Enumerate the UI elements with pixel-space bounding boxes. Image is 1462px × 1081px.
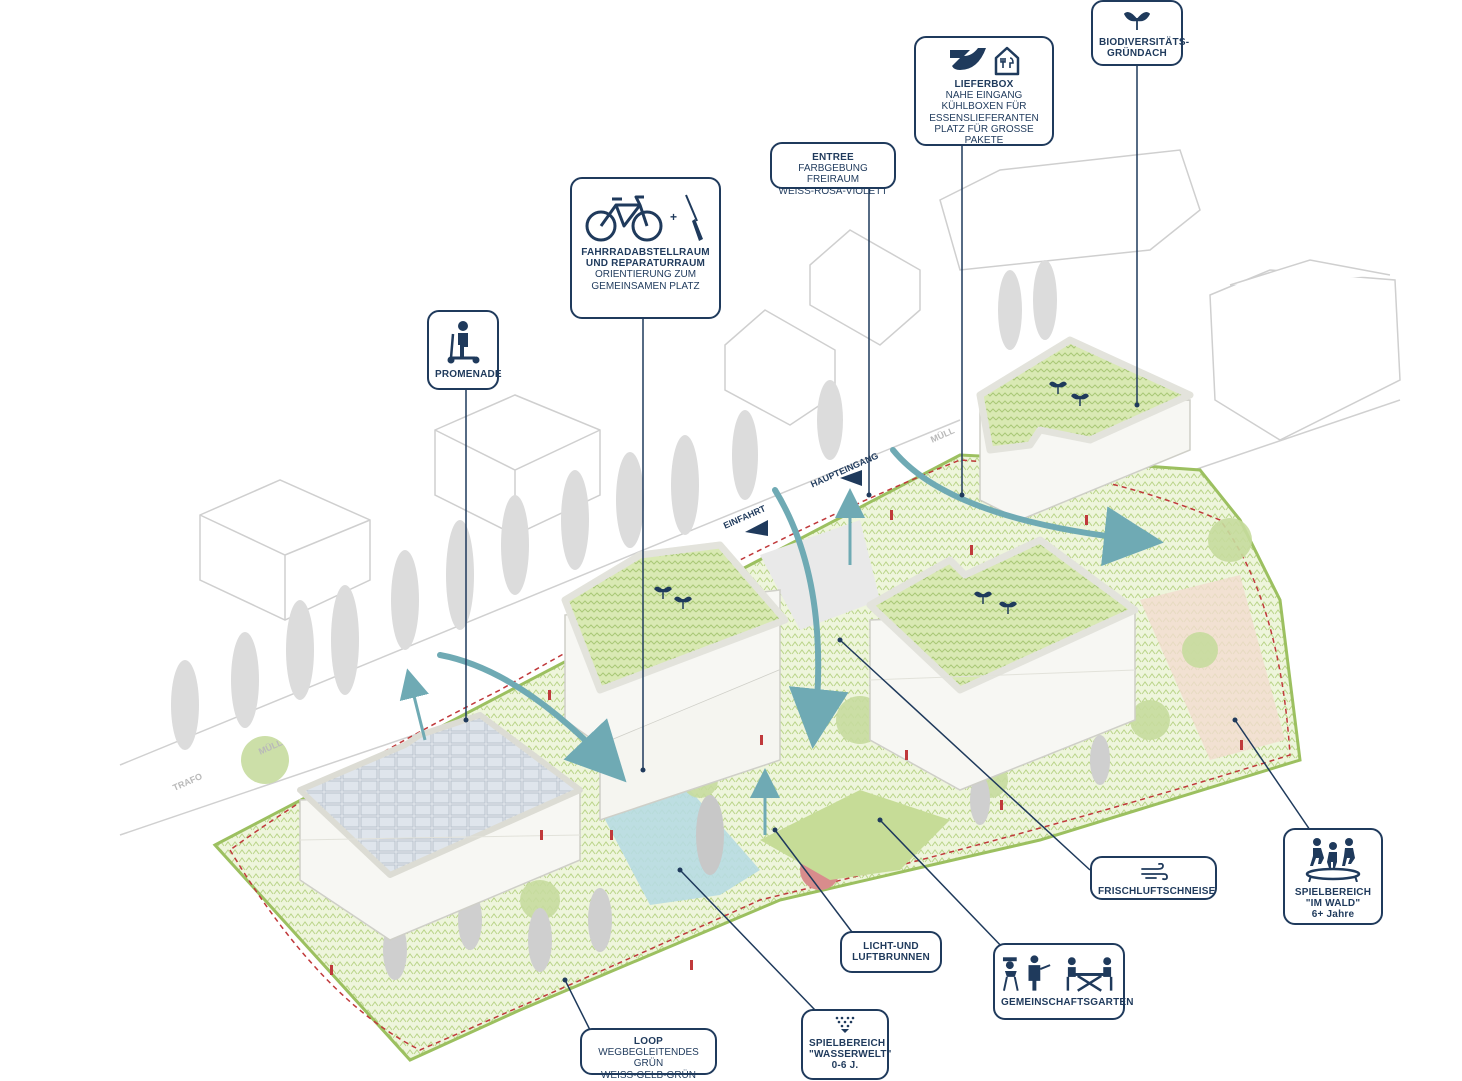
callout-spielbereich-wald: SPIELBEREICH "IM WALD" 6+ Jahre <box>1283 828 1383 925</box>
picnic-table-icon <box>1066 957 1113 992</box>
delivery-house-icon <box>994 46 1020 76</box>
promenade-title: PROMENADE <box>435 368 502 380</box>
poplar-trees <box>171 260 1057 750</box>
callout-gemeinschaftsgarten: GEMEINSCHAFTSGARTEN <box>993 943 1134 1020</box>
lieferbox-subtitle: NAHE EINGANG KÜHLBOXEN FÜR ESSENSLIEFERA… <box>929 90 1039 146</box>
bicycle-icon <box>585 195 663 242</box>
callout-fahrradabstellraum: + FAHRRADABSTELLRAUM UND REPARATURRAUM O… <box>570 177 721 319</box>
callout-leader-lines <box>465 64 1311 1031</box>
callout-frischluftschneise: FRISCHLUFTSCHNEISE <box>1090 856 1217 900</box>
roof-sprout-marks <box>654 381 1089 614</box>
sprout-icon <box>1123 11 1151 30</box>
fahrrad-title: FAHRRADABSTELLRAUM UND REPARATURRAUM <box>581 247 710 270</box>
post-horn-icon <box>950 48 986 70</box>
people-figures <box>330 510 1243 975</box>
loop-subtitle: WEGBEGLEITENDES GRÜN WEISS-GELB-GRÜN <box>598 1047 699 1081</box>
plus-sign: + <box>669 210 677 225</box>
fahrrad-subtitle: ORIENTIERUNG ZUM GEMEINSAMEN PLATZ <box>591 269 700 292</box>
scooter-rider-icon <box>447 321 480 364</box>
licht-title: LICHT-UND LUFTBRUNNEN <box>852 941 930 964</box>
frischluft-title: FRISCHLUFTSCHNEISE <box>1098 885 1216 897</box>
callout-loop: LOOP WEGBEGLEITENDES GRÜN WEISS-GELB-GRÜ… <box>580 1028 717 1081</box>
grill-person-icon <box>1002 955 1051 991</box>
callout-lieferbox: LIEFERBOX NAHE EINGANG KÜHLBOXEN FÜR ESS… <box>914 36 1054 146</box>
lieferbox-title: LIEFERBOX <box>954 79 1014 90</box>
callout-entree: ENTREE FARBGEBUNG FREIRAUM WEISS-ROSA-VI… <box>770 142 896 197</box>
building-green-roof-middle <box>561 541 789 822</box>
entree-subtitle: FARBGEBUNG FREIRAUM WEISS-ROSA-VIOLETT <box>778 163 888 197</box>
wind-icon <box>1140 862 1168 881</box>
wasser-subtitle: 0-6 J. <box>831 1060 859 1072</box>
haupteingang-marker <box>840 470 862 486</box>
garten-title: GEMEINSCHAFTSGARTEN <box>1001 997 1134 1008</box>
trampoline-kids-icon <box>1305 838 1361 883</box>
play-area-wald <box>1140 575 1285 760</box>
callout-licht-luftbrunnen: LICHT-UND LUFTBRUNNEN <box>840 931 942 973</box>
water-play-area <box>600 790 760 905</box>
screwdriver-icon <box>685 194 703 241</box>
building-green-roof-right <box>866 536 1139 791</box>
airflow-arrows <box>437 447 1164 783</box>
gruendach-title: BIODIVERSITÄTS- GRÜNDACH <box>1099 36 1190 60</box>
building-solar <box>297 712 583 941</box>
garden-lawn <box>760 790 950 880</box>
einfahrt-marker <box>745 520 768 536</box>
leader-dots <box>463 402 1238 983</box>
callout-spielbereich-wasserwelt: SPIELBEREICH "WASSERWELT" 0-6 J. <box>801 1009 892 1080</box>
wald-title: SPIELBEREICH "IM WALD" <box>1294 886 1372 910</box>
air-exchange-arrows <box>399 488 865 835</box>
water-spray-icon <box>835 1016 855 1033</box>
wasser-title: SPIELBEREICH "WASSERWELT" <box>809 1037 892 1061</box>
loop-title: LOOP <box>633 1036 664 1047</box>
wald-subtitle: 6+ Jahre <box>1311 909 1355 921</box>
callout-promenade: PROMENADE <box>427 310 502 390</box>
callout-gruendach: BIODIVERSITÄTS- GRÜNDACH <box>1091 0 1190 66</box>
entree-title: ENTREE <box>812 152 854 163</box>
